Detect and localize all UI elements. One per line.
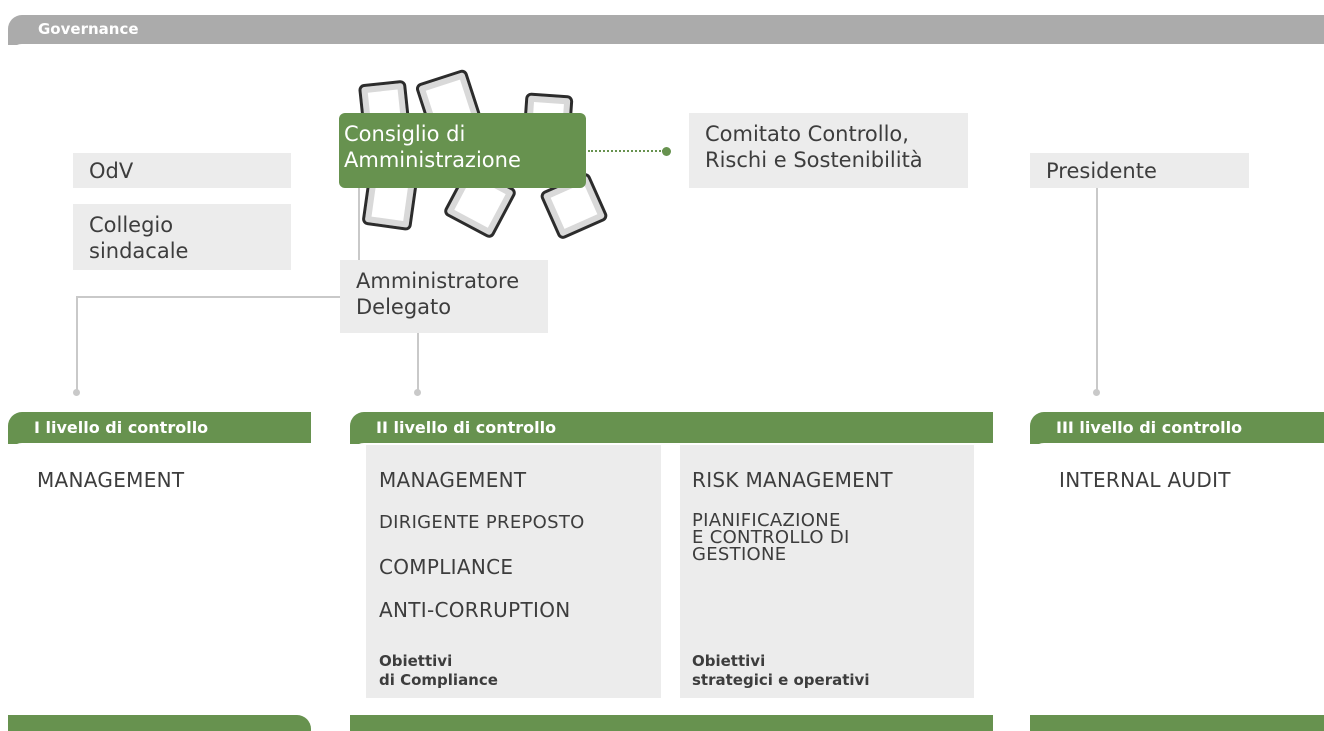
level2-objectives-a: Obiettivi di Compliance — [379, 652, 498, 690]
level1-connector-dot — [73, 389, 80, 396]
comitato-label-line1: Comitato Controllo, — [705, 122, 909, 146]
level2-item: COMPLIANCE — [379, 555, 514, 579]
comitato-controllo-box: Comitato Controllo, Rischi e Sostenibili… — [689, 113, 968, 188]
level1-vline — [76, 296, 78, 392]
cda-label-line2: Amministrazione — [344, 148, 521, 172]
level2-item: DIRIGENTE PREPOSTO — [379, 512, 585, 533]
amm-label-line2: Delegato — [356, 295, 452, 319]
presidente-to-level3-line — [1096, 188, 1098, 392]
objectives-a-line2: di Compliance — [379, 671, 498, 689]
presidente-label: Presidente — [1046, 159, 1157, 183]
objectives-b-line1: Obiettivi — [692, 652, 766, 670]
level2-footer-curve — [350, 698, 993, 715]
level2-connector-dot — [414, 389, 421, 396]
level3-connector-dot — [1093, 389, 1100, 396]
collegio-sindacale-box: Collegio sindacale — [73, 204, 291, 270]
level3-title: III livello di controllo — [1056, 418, 1243, 437]
objectives-a-line1: Obiettivi — [379, 652, 453, 670]
governance-title: Governance — [38, 20, 139, 38]
level2-vline — [417, 333, 419, 392]
level2-column-a — [366, 445, 661, 715]
objectives-b-line2: strategici e operativi — [692, 671, 870, 689]
consiglio-amministrazione-box: Consiglio di Amministrazione — [339, 113, 586, 188]
odv-box: OdV — [73, 153, 291, 188]
level1-item: MANAGEMENT — [37, 468, 185, 492]
level3-header-curve — [1030, 443, 1324, 463]
pianificazione-line2: E CONTROLLO DI — [692, 527, 850, 548]
level2-footer-bar — [350, 715, 993, 731]
level2-objectives-b: Obiettivi strategici e operativi — [692, 652, 869, 690]
cda-label-line1: Consiglio di — [344, 122, 466, 146]
level2-column-b — [680, 445, 974, 715]
level2-item: MANAGEMENT — [379, 468, 527, 492]
level2-header: II livello di controllo — [350, 412, 993, 444]
amministratore-to-level1-hline — [76, 296, 342, 298]
amministratore-delegato-box: Amministratore Delegato — [340, 260, 548, 333]
level1-title: I livello di controllo — [34, 418, 209, 437]
collegio-label-line2: sindacale — [89, 239, 189, 263]
cda-to-amministratore-line — [358, 185, 360, 263]
level2-item-pianificazione: PIANIFICAZIONE E CONTROLLO DI GESTIONE — [692, 510, 850, 565]
cda-to-comitato-dotted-link — [588, 150, 664, 152]
pianificazione-line3: GESTIONE — [692, 544, 787, 565]
dotted-link-end-dot — [662, 147, 671, 156]
level1-footer-curve — [8, 698, 311, 715]
level1-header-curve — [8, 443, 311, 463]
comitato-label-line2: Rischi e Sostenibilità — [705, 148, 923, 172]
level1-header: I livello di controllo — [8, 412, 311, 444]
level3-header: III livello di controllo — [1030, 412, 1324, 444]
pianificazione-line1: PIANIFICAZIONE — [692, 510, 841, 531]
level3-footer-bar — [1030, 715, 1324, 731]
governance-band-curve — [8, 44, 1324, 64]
level3-item: INTERNAL AUDIT — [1059, 468, 1231, 492]
collegio-label-line1: Collegio — [89, 213, 174, 237]
level1-footer-bar — [8, 715, 311, 731]
governance-band — [8, 15, 1324, 45]
level2-item: ANTI-CORRUPTION — [379, 598, 571, 622]
odv-label: OdV — [89, 159, 134, 183]
amm-label-line1: Amministratore — [356, 269, 520, 293]
level2-title: II livello di controllo — [376, 418, 557, 437]
presidente-box: Presidente — [1030, 153, 1249, 188]
level2-item: RISK MANAGEMENT — [692, 468, 893, 492]
